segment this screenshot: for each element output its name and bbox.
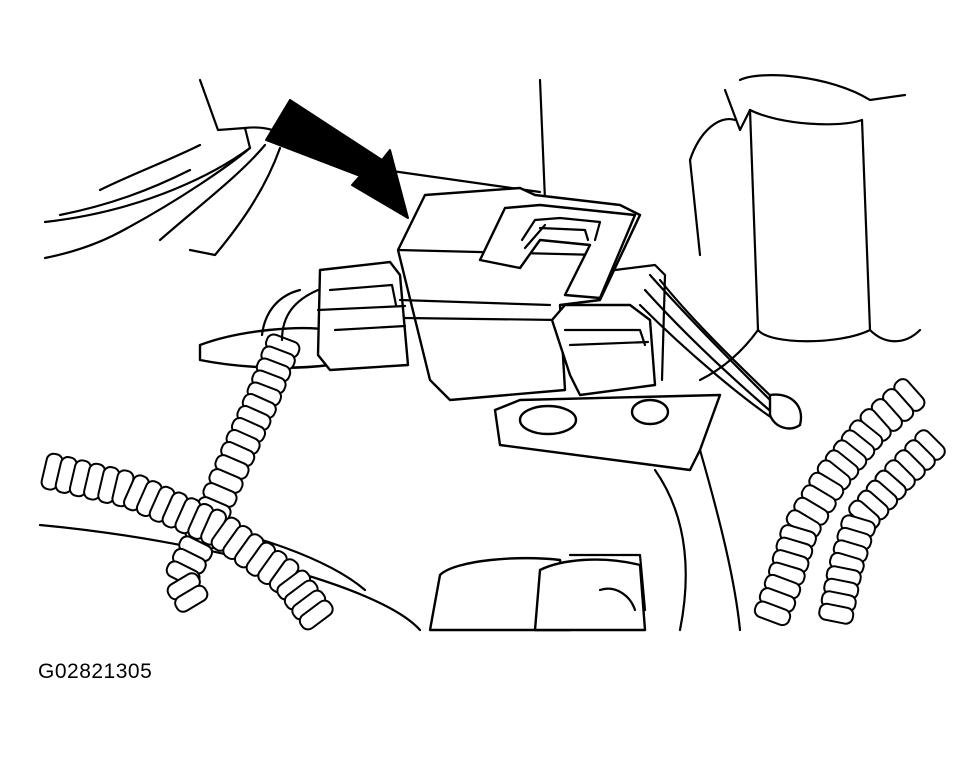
lower-pipes: [38, 448, 742, 632]
figure-id-label: G02821305: [38, 660, 153, 683]
conduit-ring: [753, 600, 792, 627]
wire-conduit-right: [753, 378, 946, 627]
conduit-ring: [298, 599, 334, 631]
wire-conduit-bottom: [40, 452, 334, 631]
mounting-post: [688, 74, 922, 382]
location-pointer-arrow: [265, 99, 409, 219]
electrical-connector: [316, 186, 803, 430]
conduit-ring: [174, 584, 209, 613]
conduit-ring: [818, 602, 855, 625]
